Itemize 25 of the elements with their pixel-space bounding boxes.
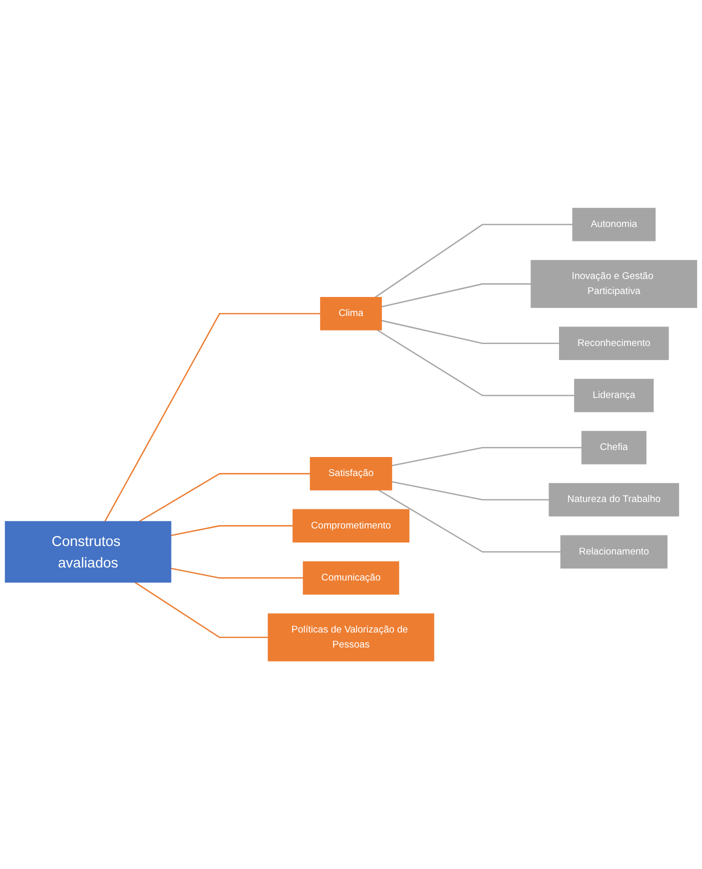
node-box: Clima <box>320 296 382 330</box>
connector <box>134 582 268 638</box>
node-box: Reconhecimento <box>559 326 669 360</box>
connector <box>138 472 310 522</box>
node-box: Inovação e Gestão Participativa <box>530 260 698 308</box>
connector <box>170 568 304 578</box>
node-box: Políticas de Valorização de Pessoas <box>268 613 434 662</box>
node-box: Satisfação <box>310 456 392 490</box>
node-box: Comprometimento <box>292 509 410 542</box>
connector <box>378 489 561 552</box>
connector <box>381 283 532 308</box>
node-box: Autonomia <box>572 208 656 242</box>
node-box: Natureza do Trabalho <box>548 482 680 516</box>
node-box: Chefia <box>581 430 646 464</box>
node-box: Construtos avaliados <box>4 521 172 583</box>
connector <box>170 525 293 536</box>
node-box: Comunicação <box>302 561 400 595</box>
connector <box>392 481 550 500</box>
connector <box>374 224 573 298</box>
connector <box>392 446 582 466</box>
node-box: Relacionamento <box>560 535 668 568</box>
connector <box>104 312 320 522</box>
connector <box>376 329 574 396</box>
connector <box>381 320 560 344</box>
node-box: Liderança <box>574 378 654 412</box>
